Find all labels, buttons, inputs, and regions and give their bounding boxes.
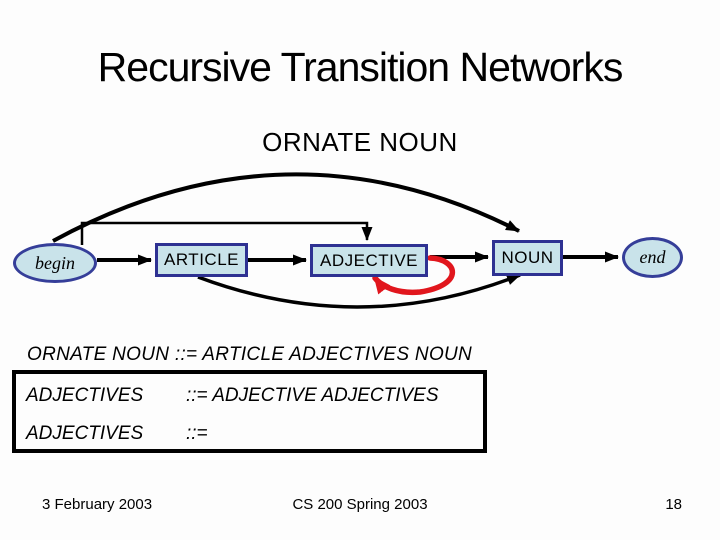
node-begin-label: begin <box>35 252 75 273</box>
node-article: ARTICLE <box>155 243 248 277</box>
grammar-rules-box: ADJECTIVES ::= ADJECTIVE ADJECTIVES ADJE… <box>12 370 487 453</box>
grammar-rule-ornate-noun: ORNATE NOUN ::= ARTICLE ADJECTIVES NOUN <box>27 344 473 365</box>
node-noun: NOUN <box>492 240 563 276</box>
footer-course: CS 200 Spring 2003 <box>292 496 428 513</box>
node-end-label: end <box>639 247 666 267</box>
grammar-rule-row: ADJECTIVES ::= ADJECTIVE ADJECTIVES <box>16 385 483 409</box>
node-adjective-label: ADJECTIVE <box>319 250 419 270</box>
node-article-label: ARTICLE <box>164 250 239 269</box>
node-adjective: ADJECTIVE <box>310 244 428 277</box>
node-end: end <box>622 237 683 278</box>
node-noun-label: NOUN <box>501 248 554 267</box>
edge-adjective-self-loop <box>372 255 456 296</box>
edge-begin-adjective-bypass <box>80 221 373 245</box>
edge-article-noun-arc <box>197 273 521 309</box>
node-begin: begin <box>13 243 97 283</box>
footer-page-number: 18 <box>665 496 682 513</box>
diagram-heading: ORNATE NOUN <box>262 127 458 157</box>
rule-lhs: ADJECTIVES <box>26 423 144 444</box>
page-title: Recursive Transition Networks <box>97 44 624 90</box>
transition-network-arrows <box>52 172 619 309</box>
rule-lhs: ADJECTIVES <box>26 385 144 406</box>
rule-rhs: ::= ADJECTIVE ADJECTIVES <box>186 385 439 406</box>
rule-rhs: ::= <box>186 423 208 444</box>
footer-date: 3 February 2003 <box>42 496 153 513</box>
grammar-rule-row: ADJECTIVES ::= <box>16 423 483 447</box>
edge-begin-noun-arc <box>52 172 520 243</box>
